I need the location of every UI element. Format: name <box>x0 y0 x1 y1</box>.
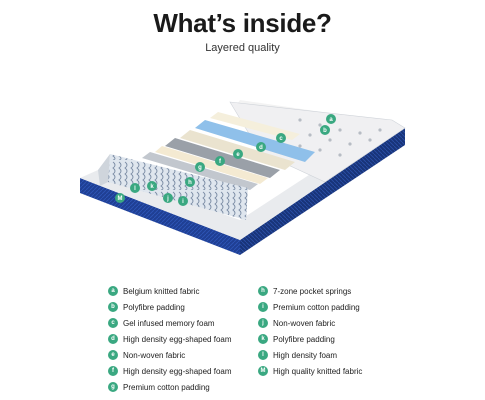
legend-badge: c <box>108 318 118 328</box>
page-title: What’s inside? <box>153 8 332 38</box>
marker-m: M <box>118 196 123 202</box>
marker-h: h <box>188 180 192 186</box>
legend-label: Polyfibre padding <box>273 334 335 344</box>
marker-g: g <box>198 165 202 171</box>
legend-label: High quality knitted fabric <box>273 366 363 376</box>
legend-item: k Polyfibre padding <box>258 331 362 347</box>
legend-item: b Polyfibre padding <box>108 299 232 315</box>
legend-badge: f <box>108 366 118 376</box>
legend-item: i Premium cotton padding <box>258 299 362 315</box>
layer-c <box>195 120 315 162</box>
legend-item: c Gel infused memory foam <box>108 315 232 331</box>
marker-i: i <box>182 199 184 205</box>
legend-item: d High density egg-shaped foam <box>108 331 232 347</box>
legend-item: e Non-woven fabric <box>108 347 232 363</box>
layer-f <box>155 146 268 184</box>
legend-label: Gel infused memory foam <box>123 318 215 328</box>
legend-badge: h <box>258 286 268 296</box>
marker-f: f <box>219 159 222 165</box>
legend-item: l High density foam <box>258 347 362 363</box>
legend-badge: b <box>108 302 118 312</box>
legend-column-right: h 7-zone pocket springs i Premium cotton p… <box>258 283 362 379</box>
legend-label: High density foam <box>273 350 338 360</box>
marker-b: b <box>323 128 327 134</box>
marker-k: k <box>150 184 154 190</box>
legend-item: g Premium cotton padding <box>108 379 232 395</box>
layer-b <box>210 112 300 140</box>
legend-badge: d <box>108 334 118 344</box>
legend-label: Premium cotton padding <box>273 302 360 312</box>
top-quilting <box>298 118 382 157</box>
mattress-illustration: a b c d e f g h i j k l M <box>80 100 406 255</box>
layer-h-springs <box>108 154 248 220</box>
legend-badge: k <box>258 334 268 344</box>
legend-badge: j <box>258 318 268 328</box>
marker-l: l <box>134 186 136 192</box>
legend-label: 7-zone pocket springs <box>273 286 352 296</box>
legend-label: High density egg-shaped foam <box>123 334 232 344</box>
legend-label: Premium cotton padding <box>123 382 210 392</box>
legend-badge: g <box>108 382 118 392</box>
legend-item: h 7-zone pocket springs <box>258 283 362 299</box>
marker-c: c <box>279 136 283 142</box>
legend-badge: i <box>258 302 268 312</box>
legend-badge: l <box>258 350 268 360</box>
layer-markers: a b c d e f g h i j k l M <box>115 114 336 206</box>
legend-item: j Non-woven fabric <box>258 315 362 331</box>
legend-item: a Belgium knitted fabric <box>108 283 232 299</box>
legend-item: M High quality knitted fabric <box>258 363 362 379</box>
mattress-right-side <box>240 128 405 255</box>
legend-item: f High density egg-shaped foam <box>108 363 232 379</box>
legend-label: Non-woven fabric <box>123 350 186 360</box>
page-subtitle: Layered quality <box>205 42 280 54</box>
legend-badge: M <box>258 366 268 376</box>
legend-badge: e <box>108 350 118 360</box>
legend-label: High density egg-shaped foam <box>123 366 232 376</box>
legend-label: Polyfibre padding <box>123 302 185 312</box>
marker-j: j <box>166 196 169 202</box>
marker-e: e <box>236 152 240 158</box>
layer-side-cut <box>98 154 110 186</box>
marker-d: d <box>259 145 263 151</box>
legend-column-left: a Belgium knitted fabric b Polyfibre paddi… <box>108 283 232 395</box>
marker-a: a <box>329 117 333 123</box>
legend-badge: a <box>108 286 118 296</box>
legend-label: Belgium knitted fabric <box>123 286 200 296</box>
legend-label: Non-woven fabric <box>273 318 336 328</box>
